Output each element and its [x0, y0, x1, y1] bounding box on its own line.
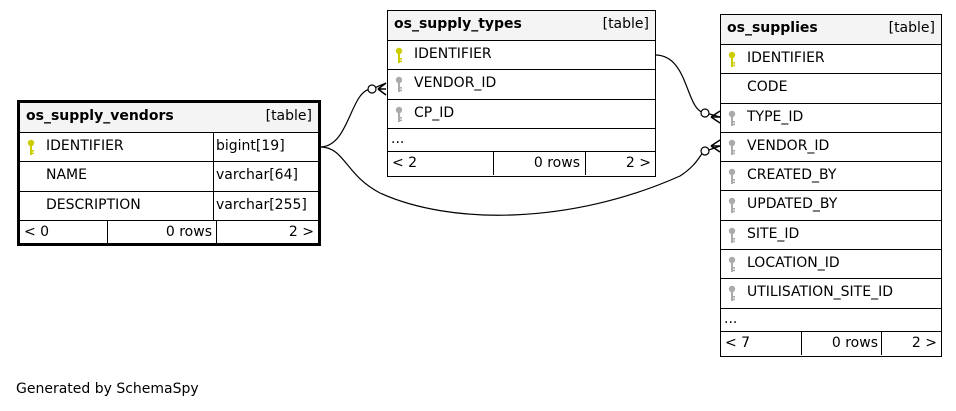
column-name: DESCRIPTION: [46, 196, 141, 213]
column-type: varchar[255]: [216, 196, 307, 213]
link-vendors-to-types-crowfoot: [377, 82, 387, 96]
foreign-key-icon: [395, 77, 403, 93]
column-name: CP_ID: [414, 104, 455, 121]
foreign-key-icon: [728, 198, 736, 214]
column-row[interactable]: DESCRIPTION varchar[255]: [20, 190, 318, 220]
column-name: SITE_ID: [747, 225, 800, 242]
column-row[interactable]: TYPE_ID: [721, 102, 941, 132]
column-name: CREATED_BY: [747, 167, 837, 184]
link-types-to-supplies: [654, 54, 721, 118]
link-vendors-to-types: [319, 82, 387, 148]
column-name: IDENTIFIER: [414, 46, 492, 62]
footer-divider: [801, 331, 802, 355]
column-name: CODE: [747, 79, 788, 96]
column-type: bigint[19]: [216, 138, 285, 154]
table-name[interactable]: os_supply_types: [394, 16, 522, 32]
column-divider: [213, 191, 214, 220]
foreign-key-icon: [728, 168, 736, 185]
column-name: NAME: [46, 167, 87, 184]
column-row[interactable]: UTILISATION_SITE_ID: [721, 278, 941, 307]
more-columns-row[interactable]: ...: [388, 127, 655, 151]
parents-count[interactable]: < 0: [24, 223, 50, 240]
primary-key-icon: [728, 51, 736, 67]
foreign-key-icon: [728, 286, 736, 302]
column-row[interactable]: VENDOR_ID: [721, 131, 941, 161]
link-types-to-supplies-crowfoot: [710, 110, 721, 124]
more-columns-ellipsis: ...: [391, 130, 405, 147]
table-footer: < 7 0 rows 2 >: [721, 330, 941, 355]
column-divider: [213, 162, 214, 191]
more-columns-row[interactable]: ...: [721, 307, 941, 331]
footer-divider: [493, 151, 494, 175]
primary-key-icon: [27, 139, 35, 155]
column-name: TYPE_ID: [747, 108, 804, 125]
column-name: IDENTIFIER: [46, 138, 124, 154]
column-name: LOCATION_ID: [747, 255, 840, 272]
foreign-key-icon: [728, 227, 736, 243]
column-type: varchar[64]: [216, 167, 298, 184]
link-vendors-to-supplies: [319, 145, 721, 216]
column-row[interactable]: SITE_ID: [721, 219, 941, 249]
table-footer: < 2 0 rows 2 >: [388, 150, 655, 175]
children-count[interactable]: 2 >: [625, 154, 651, 171]
footer-divider: [585, 151, 586, 175]
table-kind: [table]: [602, 16, 649, 32]
table-footer: < 0 0 rows 2 >: [20, 219, 318, 244]
generated-by-label: Generated by SchemaSpy: [16, 381, 199, 397]
column-name: IDENTIFIER: [747, 50, 825, 66]
column-row[interactable]: LOCATION_ID: [721, 249, 941, 278]
primary-key-icon: [395, 47, 403, 63]
column-row[interactable]: IDENTIFIER: [388, 40, 655, 69]
table-name[interactable]: os_supply_vendors: [26, 108, 174, 124]
column-row[interactable]: NAME varchar[64]: [20, 161, 318, 191]
column-row[interactable]: CP_ID: [388, 98, 655, 128]
link-types-to-supplies-optional-marker: [700, 108, 710, 118]
table-os-supply-vendors[interactable]: os_supply_vendors [table] IDENTIFIER big…: [17, 100, 321, 246]
footer-divider: [107, 220, 108, 244]
column-name: UTILISATION_SITE_ID: [747, 284, 893, 301]
children-count[interactable]: 2 >: [911, 334, 937, 351]
column-row[interactable]: IDENTIFIER bigint[19]: [20, 132, 318, 162]
column-divider: [213, 133, 214, 162]
more-columns-ellipsis: ...: [724, 310, 738, 327]
footer-divider: [881, 331, 882, 355]
foreign-key-icon: [728, 256, 736, 273]
table-kind: [table]: [265, 108, 312, 124]
children-count[interactable]: 2 >: [288, 223, 314, 240]
link-vendors-to-supplies-crowfoot: [710, 139, 721, 153]
column-row[interactable]: UPDATED_BY: [721, 190, 941, 219]
table-header[interactable]: os_supply_vendors [table]: [20, 103, 318, 132]
table-os-supplies[interactable]: os_supplies [table] IDENTIFIER CODE TYPE…: [720, 14, 942, 357]
column-row[interactable]: IDENTIFIER: [721, 44, 941, 73]
table-os-supply-types[interactable]: os_supply_types [table] IDENTIFIER VENDO…: [387, 10, 656, 177]
table-header[interactable]: os_supply_types [table]: [388, 11, 655, 40]
column-row[interactable]: CODE: [721, 73, 941, 102]
footer-divider: [216, 220, 217, 244]
table-header[interactable]: os_supplies [table]: [721, 15, 941, 44]
row-count: 0 rows: [533, 154, 580, 171]
foreign-key-icon: [728, 139, 736, 155]
parents-count[interactable]: < 7: [725, 334, 751, 351]
link-vendors-to-supplies-optional-marker: [700, 146, 710, 156]
foreign-key-icon: [395, 106, 403, 122]
row-count: 0 rows: [831, 334, 878, 351]
column-name: VENDOR_ID: [414, 75, 497, 92]
column-name: UPDATED_BY: [747, 196, 838, 213]
row-count: 0 rows: [165, 223, 212, 240]
link-vendors-to-types-optional-marker: [367, 84, 377, 94]
column-name: VENDOR_ID: [747, 137, 830, 154]
table-kind: [table]: [888, 20, 935, 36]
column-row[interactable]: CREATED_BY: [721, 161, 941, 190]
table-name[interactable]: os_supplies: [727, 20, 818, 36]
parents-count[interactable]: < 2: [392, 154, 418, 171]
column-row[interactable]: VENDOR_ID: [388, 69, 655, 98]
foreign-key-icon: [728, 110, 736, 126]
